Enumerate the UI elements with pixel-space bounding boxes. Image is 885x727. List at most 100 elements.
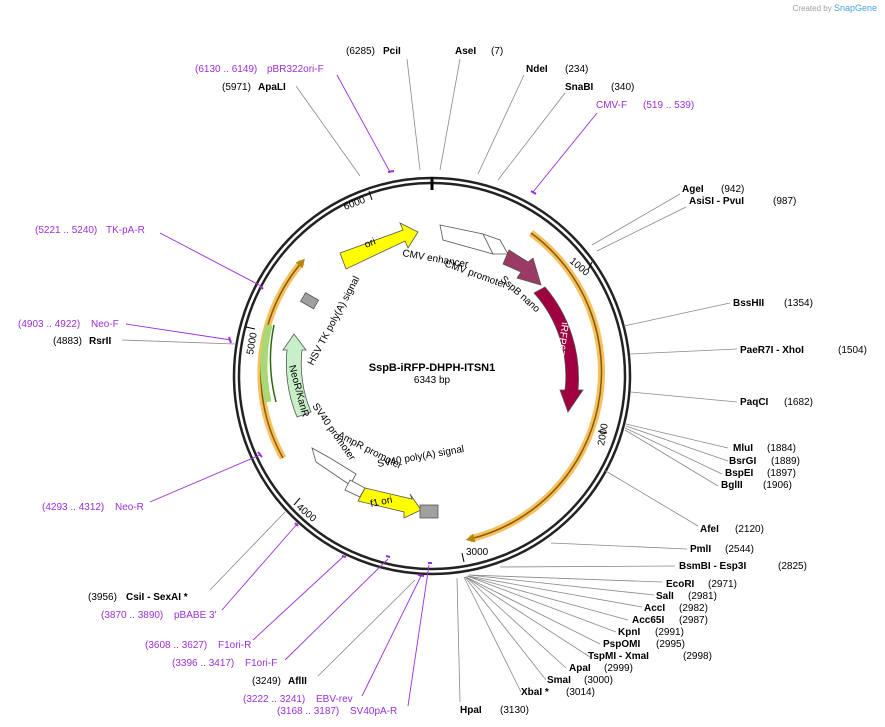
site-name-csii-sexai: CsiI - SexAI * [126, 592, 188, 603]
primer-name-neo-f: Neo-F [91, 319, 119, 330]
credit-prefix: Created by [792, 4, 832, 13]
feature-sv40-polya-label: SV40 poly(A) signal [377, 444, 465, 470]
primer-ticks [228, 170, 537, 577]
primer-leader-lines [125, 74, 598, 707]
site-name-asei: AseI [455, 46, 476, 57]
site-name-sali: SalI [656, 591, 674, 602]
site-pos-ndei: (234) [565, 64, 588, 75]
site-name-smai: SmaI [547, 675, 571, 686]
site-name-afei: AfeI [700, 524, 719, 535]
site-pos-csii-sexai: (3956) [88, 592, 117, 603]
primer-range-f1ori-r: (3608 .. 3627) [145, 640, 207, 651]
site-name-hpai: HpaI [460, 705, 482, 716]
feature-sv40-polya-box [419, 504, 439, 519]
site-pos-acci: (2982) [679, 603, 708, 614]
tick-mark-2000 [597, 430, 608, 434]
site-pos-asei: (7) [491, 46, 503, 57]
site-name-apai: ApaI [569, 663, 591, 674]
site-pos-ecori: (2971) [708, 579, 737, 590]
site-name-bglii: BglII [721, 480, 743, 491]
site-name-pmli: PmlI [690, 544, 711, 555]
primer-range-pbr322ori-f: (6130 .. 6149) [195, 64, 257, 75]
site-name-bsmbi-esp3i: BsmBI - Esp3I [679, 561, 746, 572]
primer-name-cmv-f: CMV-F [596, 100, 627, 111]
scale-tick-3000: 3000 [466, 547, 489, 558]
site-pos-aflii: (3249) [252, 676, 281, 687]
tick-mark-1000 [587, 261, 593, 271]
site-name-acci: AccI [644, 603, 665, 614]
primer-range-tk-pa-r: (5221 .. 5240) [35, 225, 97, 236]
site-pos-hpai: (3130) [500, 705, 529, 716]
primer-range-ebv-rev: (3222 .. 3241) [243, 694, 305, 705]
site-pos-bglii: (1906) [763, 480, 792, 491]
site-name-kpni: KpnI [618, 627, 640, 638]
tick-mark-6000 [368, 190, 373, 201]
site-name-bspei: BspEI [725, 468, 754, 479]
tick-mark-4000 [293, 497, 301, 506]
primer-name-ebv-rev: EBV-rev [316, 694, 353, 705]
primer-range-pbabe3: (3870 .. 3890) [101, 610, 163, 621]
site-name-ndei: NdeI [526, 64, 548, 75]
site-name-apali: ApaLI [258, 82, 286, 93]
feature-irfp670-label: iRFP670 [554, 322, 570, 362]
feature-hsv-tk-polya-box [300, 292, 320, 310]
site-name-agei: AgeI [682, 184, 704, 195]
site-pos-pspomi: (2995) [656, 639, 685, 650]
site-pos-xbai: (3014) [566, 687, 595, 698]
feature-ori-arrow [339, 222, 419, 270]
feature-f1-ori-label: f1 ori [369, 495, 393, 510]
scale-tick-5000: 5000 [245, 331, 260, 355]
site-pos-bsmbi-esp3i: (2825) [778, 561, 807, 572]
site-pos-bsshii: (1354) [784, 298, 813, 309]
primer-range-cmv-f: (519 .. 539) [643, 100, 694, 111]
site-name-bsrgi: BsrGI [729, 456, 756, 467]
snapgene-logo: SnapGene [833, 3, 877, 13]
primer-range-sv40pa-r: (3168 .. 3187) [277, 706, 339, 717]
site-pos-apali: (5971) [222, 82, 251, 93]
site-pos-bspei: (1897) [767, 468, 796, 479]
site-name-ecori: EcoRI [666, 579, 695, 590]
site-pos-tspmi-xmai: (2998) [683, 651, 712, 662]
feature-neor-kanr-arrow [282, 333, 312, 418]
primer-range-f1ori-f: (3396 .. 3417) [172, 658, 234, 669]
snapgene-credit: Created by SnapGene [793, 3, 877, 13]
feature-hsv-tk-polya-label: HSV TK poly(A) signal [306, 275, 362, 368]
site-pos-smai: (3000) [584, 675, 613, 686]
site-pos-kpni: (2991) [655, 627, 684, 638]
feature-f1-ori-arrow [357, 487, 422, 519]
feature-irfp670-arrow [533, 286, 584, 413]
scale-tick-2000: 2000 [596, 422, 611, 446]
primer-range-neo-r: (4293 .. 4312) [42, 502, 104, 513]
site-name-mlui: MluI [733, 443, 753, 454]
primer-name-sv40pa-r: SV40pA-R [350, 706, 397, 717]
primer-name-f1ori-f: F1ori-F [245, 658, 277, 669]
primer-name-pbr322ori-f: pBR322ori-F [267, 64, 324, 75]
site-pos-pcii: (6285) [346, 46, 375, 57]
tick-mark-3000 [461, 552, 465, 563]
site-name-bsshii: BssHII [733, 298, 764, 309]
site-name-pspomi: PspOMI [603, 639, 640, 650]
site-pos-pmli: (2544) [725, 544, 754, 555]
site-name-pcii: PciI [383, 46, 401, 57]
site-pos-asisi-pvui: (987) [773, 196, 796, 207]
site-pos-mlui: (1884) [767, 443, 796, 454]
feature-sv40-promoter-arrow [311, 447, 357, 486]
site-leader-lines [121, 58, 738, 703]
site-pos-acc65i: (2987) [679, 615, 708, 626]
plasmid-name: SspB-iRFP-DHPH-ITSN1 [369, 362, 496, 374]
site-pos-rsrii: (4883) [53, 336, 82, 347]
primer-name-f1ori-r: F1ori-R [218, 640, 251, 651]
primer-name-tk-pa-r: TK-pA-R [106, 225, 145, 236]
site-name-asisi-pvui: AsiSI - PvuI [689, 196, 744, 207]
orf-arc-neo [260, 324, 273, 403]
site-name-paqci: PaqCI [740, 397, 769, 408]
feature-ori-label: ori [363, 236, 377, 250]
orf-arc-right-line [465, 232, 603, 543]
site-name-paer7i-xhoi: PaeR7I - XhoI [740, 345, 804, 356]
site-name-rsrii: RsrII [89, 336, 111, 347]
site-pos-snabi: (340) [611, 82, 634, 93]
site-pos-sali: (2981) [688, 591, 717, 602]
site-name-snabi: SnaBI [565, 82, 594, 93]
site-pos-apai: (2999) [604, 663, 633, 674]
